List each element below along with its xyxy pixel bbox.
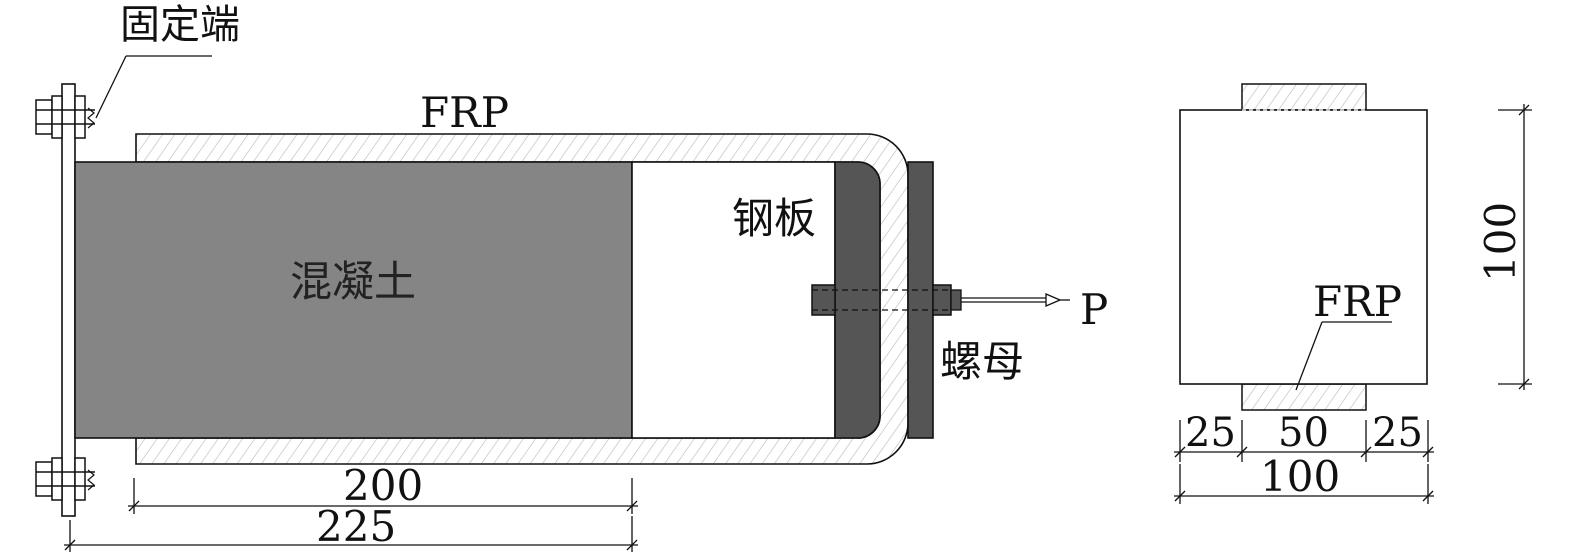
fixed-end-label: 固定端: [120, 2, 240, 48]
nut-left: [811, 284, 836, 316]
nut-label: 螺母: [940, 337, 1024, 386]
outer-steel-plate: [907, 161, 934, 439]
top-bolt: [35, 95, 95, 139]
dim-label-225: 225: [316, 502, 396, 551]
elevation-view: 固定端 P FRP 混凝土 钢板 螺母: [35, 2, 1108, 552]
section-frp-top: [1241, 83, 1367, 111]
dim-line-200: [128, 478, 638, 514]
fixed-end-leader: [95, 55, 212, 119]
fixed-end-plate: [61, 83, 76, 517]
section-frp-bottom: [1241, 383, 1367, 411]
bolt-end: [950, 289, 962, 311]
load-label: P: [1080, 285, 1108, 334]
load-arrow: [961, 293, 1070, 307]
dim-line-section-width: [1174, 464, 1434, 504]
dim-label-section-width: 100: [1260, 452, 1340, 501]
unbonded-region: [631, 161, 836, 439]
concrete-block: [74, 161, 633, 439]
dim-line-225: [64, 516, 638, 552]
bottom-bolt: [35, 457, 95, 501]
dim-label-section-height: 100: [1476, 202, 1525, 282]
dim-label-left-edge: 25: [1185, 410, 1236, 456]
bolt-rod: [812, 289, 951, 311]
cross-section-view: FRP 100 25 50 25: [1174, 83, 1532, 504]
steel-plate-label: 钢板: [732, 194, 816, 243]
dim-label-200: 200: [343, 461, 423, 510]
frp-top-label: FRP: [420, 88, 509, 137]
inner-steel-plate: [834, 161, 881, 439]
section-frp-label: FRP: [1313, 277, 1402, 326]
concrete-label: 混凝土: [290, 257, 416, 306]
section-concrete: [1179, 109, 1428, 385]
dim-label-strip-width: 50: [1278, 410, 1329, 456]
section-frp-leader: [1295, 321, 1392, 391]
dim-line-section-height: [1498, 104, 1532, 390]
dim-line-section-parts: [1174, 420, 1434, 462]
dim-label-right-edge: 25: [1372, 410, 1423, 456]
